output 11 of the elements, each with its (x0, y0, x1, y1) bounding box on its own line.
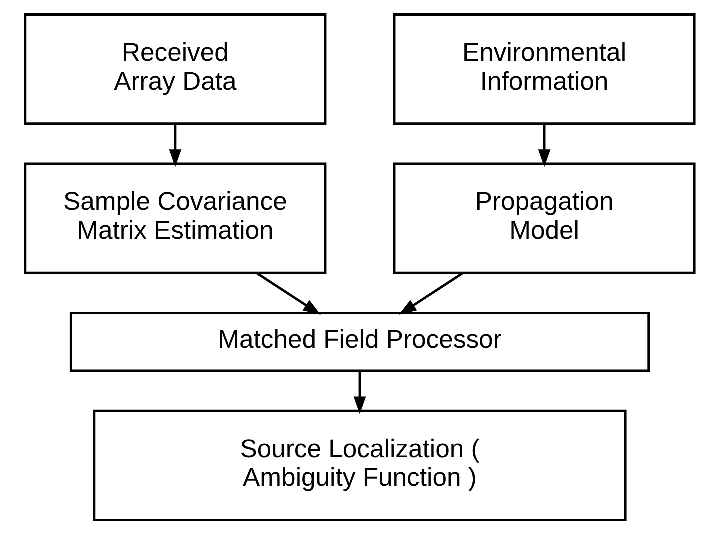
arrow (256, 272, 321, 316)
node-box: Propagation Model (393, 162, 696, 274)
node-box: Source Localization ( Ambiguity Function ) (93, 410, 627, 522)
arrow (354, 371, 366, 414)
node-box: Matched Field Processor (70, 312, 650, 372)
node-box: Received Array Data (24, 14, 327, 126)
node-box: Environmental Information (393, 14, 696, 126)
node-box: Sample Covariance Matrix Estimation (24, 162, 327, 274)
arrow (169, 124, 182, 168)
arrow (538, 124, 551, 168)
arrow (399, 272, 464, 316)
